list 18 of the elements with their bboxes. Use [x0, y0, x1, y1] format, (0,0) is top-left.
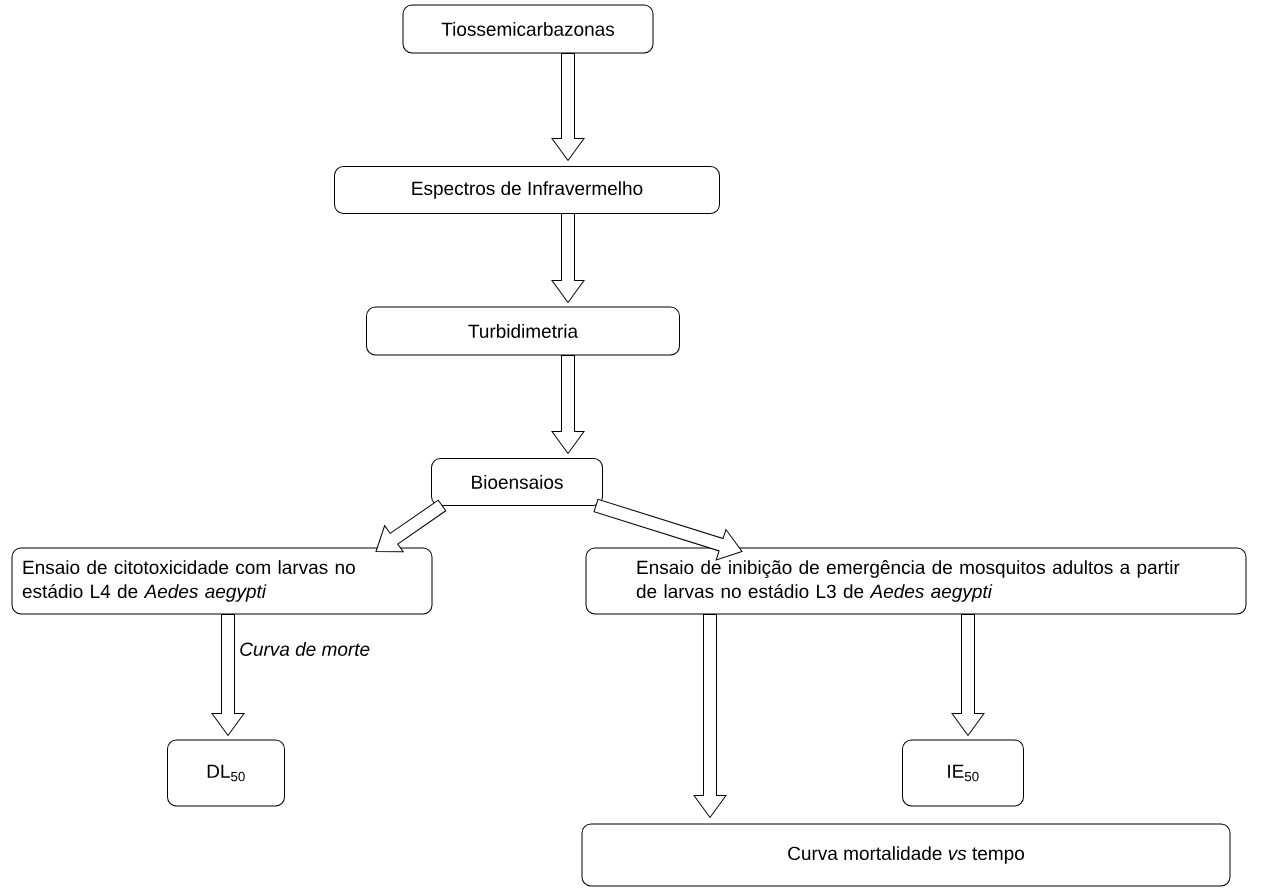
edge-label: Curva de morte [238, 641, 372, 657]
block-arrow [593, 498, 743, 561]
block-arrow [211, 614, 245, 736]
process-box: Curva mortalidade vs tempo [581, 823, 1231, 887]
block-arrow [551, 355, 585, 454]
process-box: Ensaio de citotoxicidade com larvas no estádio L4 de Aedes aegypti [11, 547, 433, 615]
process-box: Bioensaios [431, 458, 603, 506]
block-arrow [693, 614, 727, 818]
block-arrow [551, 53, 585, 161]
block-arrow [951, 614, 985, 736]
process-box: Tiossemicarbazonas [402, 4, 654, 54]
block-arrow [375, 499, 447, 553]
process-box: Ensaio de inibição de emergência de mosquitos adultos a partir de larvas no estádio L3 de Aedes aegypti [585, 547, 1247, 615]
process-box: Turbidimetria [366, 306, 680, 356]
block-arrow [551, 213, 585, 303]
process-box: Espectros de Infravermelho [334, 166, 720, 214]
process-box: IE$_{50}$ [902, 739, 1024, 807]
process-box: DL$_{50}$ [167, 739, 285, 807]
